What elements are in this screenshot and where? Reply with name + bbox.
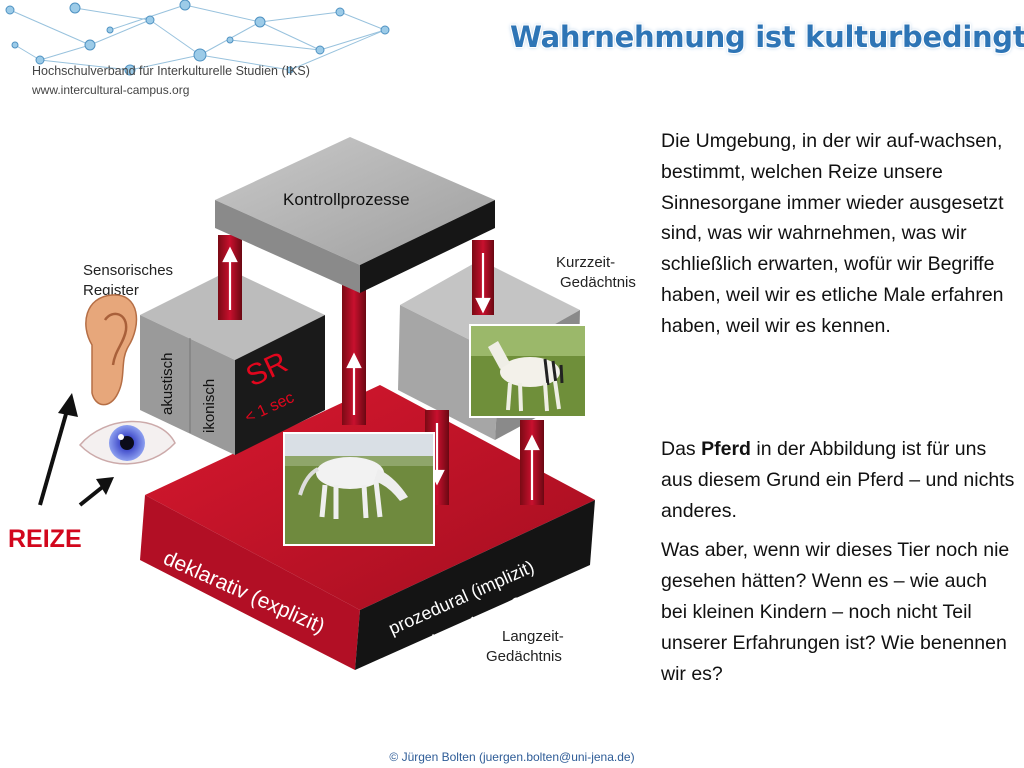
iconic-label: ikonisch — [201, 379, 218, 433]
paragraph-horse-prefix: Das — [661, 438, 702, 460]
footer-copyright: © Jürgen Bolten (juergen.bolten@uni-jena… — [389, 750, 635, 764]
short-term-label-2: Gedächtnis — [560, 274, 636, 291]
long-term-label-2: Gedächtnis — [486, 648, 562, 665]
stimuli-label: REIZE — [8, 525, 82, 553]
body-text: Die Umgebung, in der wir auf-wachsen, be… — [661, 126, 1017, 689]
long-term-label-1: Langzeit- — [502, 628, 564, 645]
paragraph-environment: Die Umgebung, in der wir auf-wachsen, be… — [661, 130, 1004, 337]
sensory-register-label-1: Sensorisches — [83, 262, 173, 279]
ear-icon — [85, 294, 138, 406]
pillar-arrows — [222, 246, 540, 500]
short-term-label-1: Kurzzeit- — [556, 254, 615, 271]
sensory-register-label-2: Register — [83, 282, 139, 299]
network-decoration — [5, 0, 390, 76]
stimulus-arrows — [38, 393, 114, 507]
org-url: www.intercultural-campus.org — [32, 83, 190, 97]
control-processes-block — [215, 137, 495, 293]
acoustic-label: akustisch — [159, 352, 176, 415]
paragraph-horse: Das Pferd in der Abbildung ist für uns a… — [661, 434, 1017, 526]
paragraph-horse-suffix: in der Abbildung ist für uns aus diesem … — [661, 438, 1015, 522]
eye-icon — [78, 420, 176, 465]
paragraph-horse-bold: Pferd — [701, 438, 751, 460]
control-label: Kontrollprozesse — [283, 190, 410, 209]
memory-model-diagram: Kontrollprozesse Sensorisches Register K… — [8, 137, 636, 670]
org-name: Hochschulverband für Interkulturelle Stu… — [32, 64, 310, 78]
horse-photo — [283, 432, 435, 546]
slide-title: Wahrnehmung ist kulturbedingt — [510, 20, 1024, 54]
zebra-photo — [469, 324, 587, 418]
paragraph-question: Was aber, wenn wir dieses Tier noch nie … — [661, 539, 1010, 685]
